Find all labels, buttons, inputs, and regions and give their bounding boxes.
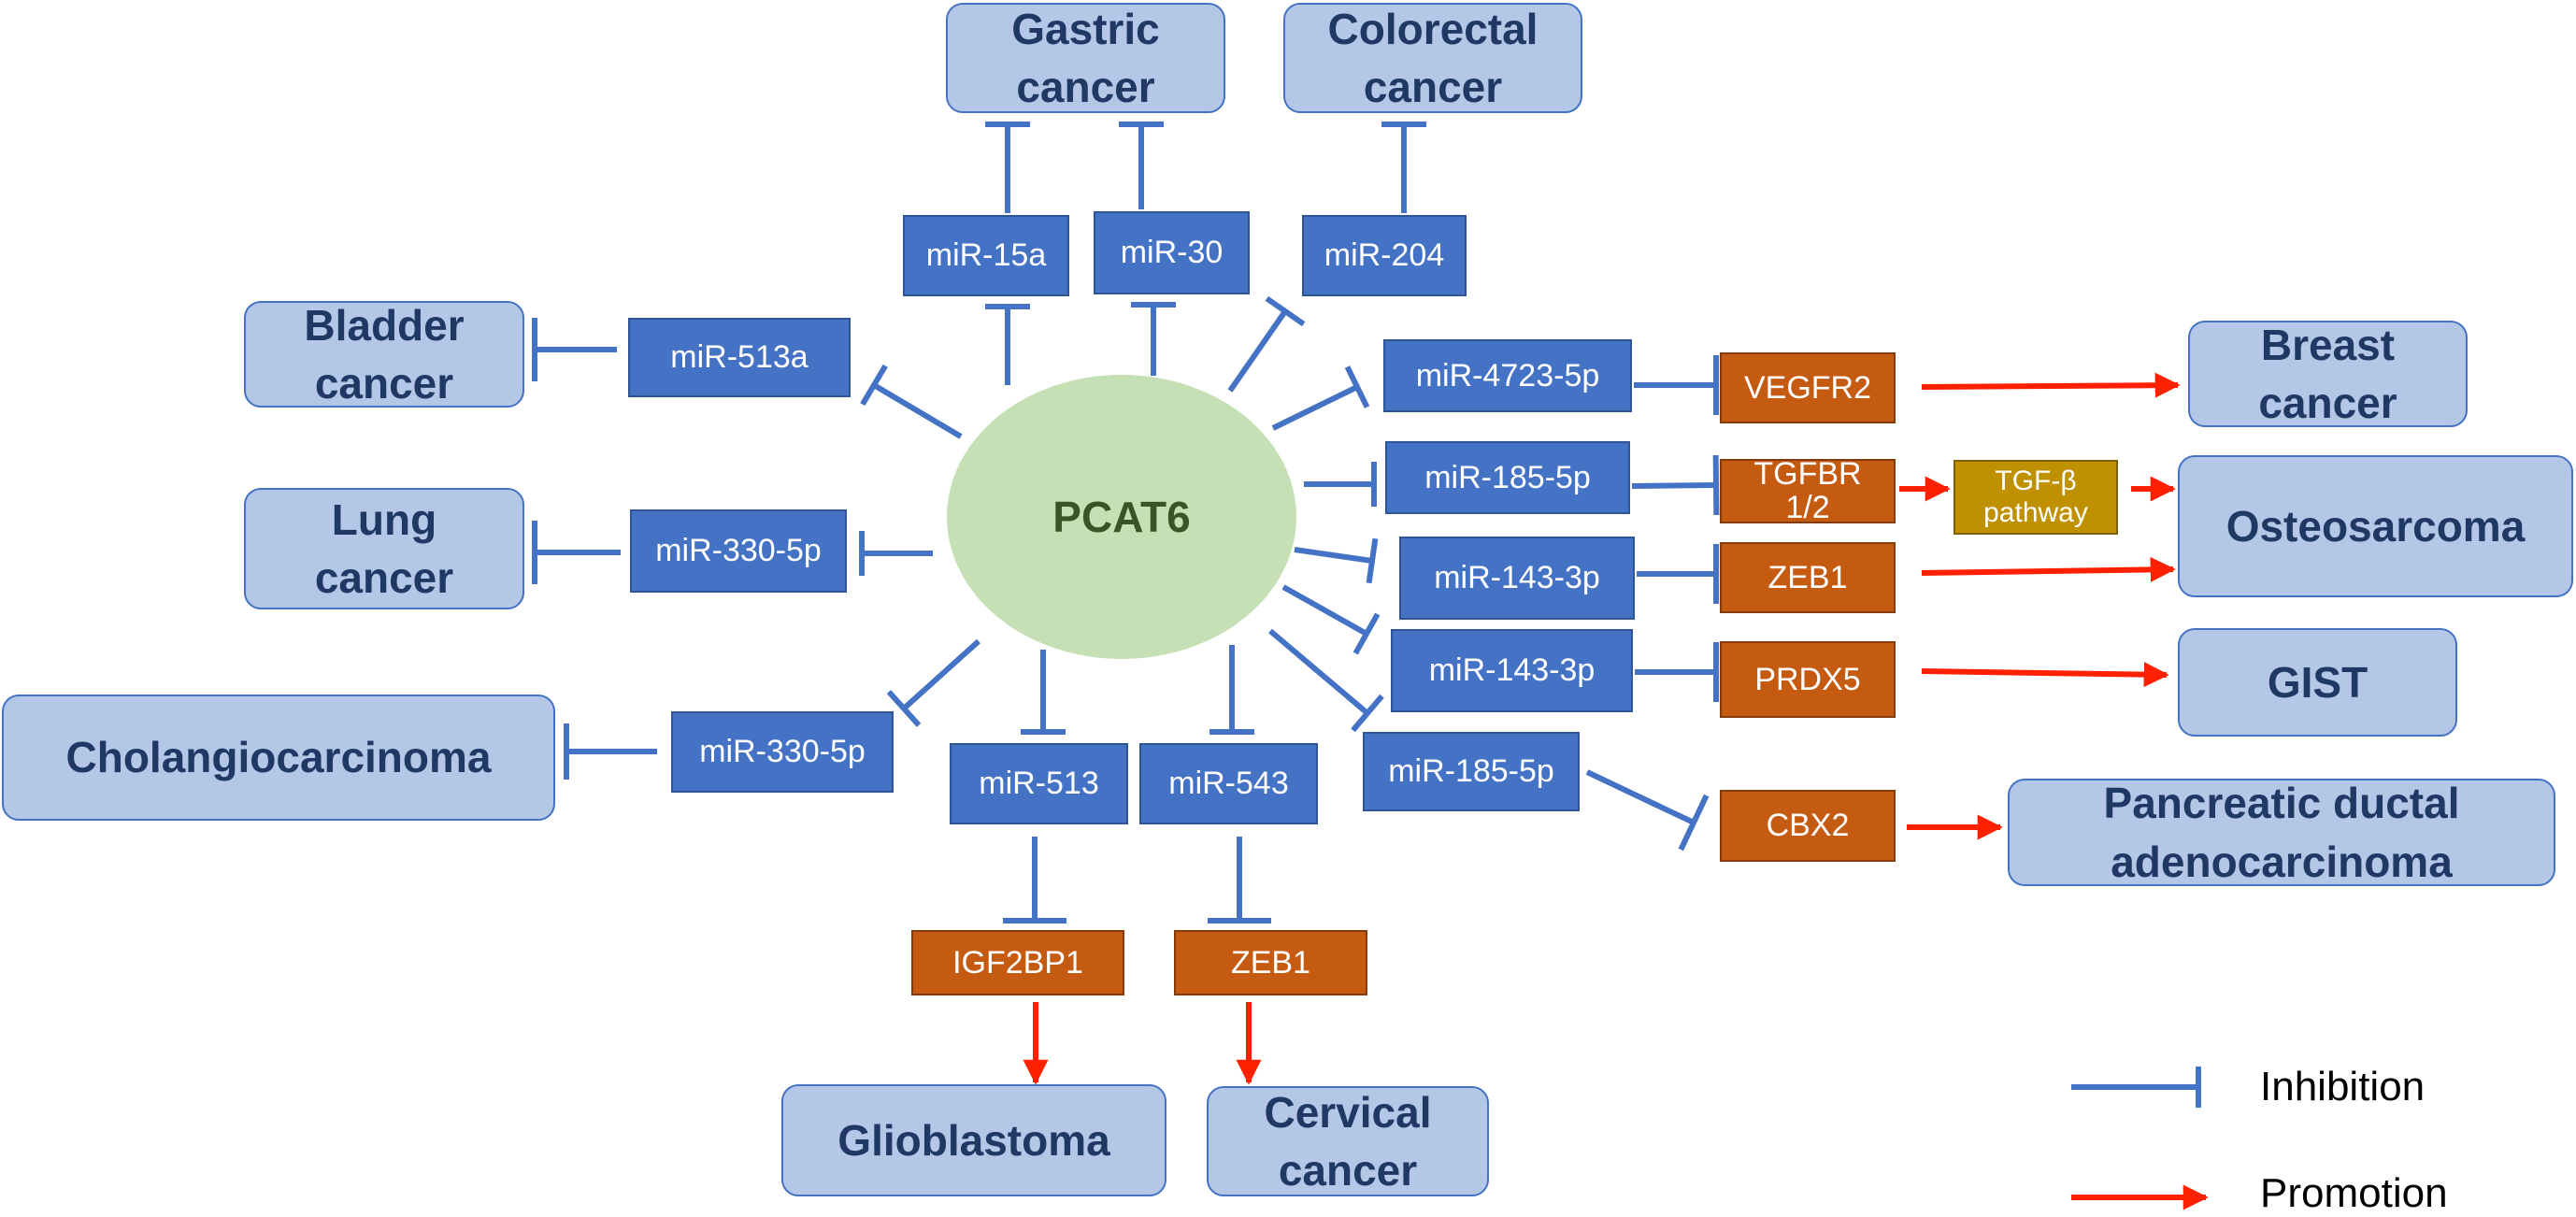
gene-tgfbr: TGFBR 1/2	[1720, 457, 1896, 523]
cancer-osteosarcoma: Osteosarcoma	[2178, 455, 2573, 597]
inhibit-pcat6-mir204	[1227, 295, 1306, 393]
cancer-lung: Lung cancer	[244, 488, 524, 609]
legend-promotion-label: Promotion	[2260, 1170, 2448, 1216]
cancer-cholangiocarcinoma: Cholangiocarcinoma	[2, 694, 555, 821]
inhibit-mir143a-zeb1	[1637, 544, 1719, 604]
inhibit-pcat6-mir330-lung	[859, 531, 933, 576]
legend-inhibition-symbol	[2071, 1067, 2201, 1108]
inhibit-mir30-gastric	[1119, 122, 1164, 209]
inhibit-pcat6-mir513	[1021, 650, 1066, 735]
promote-zeb1-osteosarcoma	[1921, 556, 2176, 582]
inhibit-mir330-cholangio	[564, 723, 657, 780]
mirna-mir-143-3p-top: miR-143-3p	[1399, 537, 1635, 620]
mirna-mir-330-5p-cholangio: miR-330-5p	[671, 711, 894, 793]
inhibit-mir513-igf2bp1	[1003, 837, 1066, 923]
inhibit-pcat6-mir30	[1131, 302, 1176, 376]
mirna-mir-15a: miR-15a	[903, 215, 1069, 296]
mirna-mir-513a: miR-513a	[628, 318, 851, 397]
inhibit-mir185b-cbx2	[1585, 769, 1710, 852]
inhibit-pcat6-mir543	[1209, 645, 1254, 735]
gene-zeb1-right: ZEB1	[1720, 542, 1896, 613]
inhibit-mir513a-bladder	[532, 318, 617, 381]
inhibit-pcat6-mir4723	[1271, 365, 1370, 431]
hub-pcat6: PCAT6	[947, 375, 1296, 659]
inhibit-pcat6-mir330-chol	[886, 638, 981, 727]
cancer-pancreatic: Pancreatic ductal adenocarcinoma	[2008, 779, 2555, 886]
cancer-cervical: Cervical cancer	[1207, 1086, 1489, 1196]
mirna-mir-185-5p-bottom: miR-185-5p	[1363, 732, 1580, 811]
mirna-mir-185-5p-top: miR-185-5p	[1385, 441, 1630, 514]
inhibit-pcat6-mir143b	[1281, 584, 1381, 655]
pathway-tgf-beta: TGF-β pathway	[1953, 460, 2118, 535]
cancer-colorectal: Colorectal cancer	[1283, 3, 1582, 113]
inhibit-pcat6-mir513a	[860, 364, 963, 439]
inhibit-mir185a-tgfbr	[1631, 454, 1720, 516]
legend-inhibition-label: Inhibition	[2260, 1064, 2426, 1110]
inhibit-mir204-colorectal	[1381, 122, 1426, 213]
mirna-mir-330-5p-lung: miR-330-5p	[630, 509, 847, 593]
cancer-breast: Breast cancer	[2188, 321, 2468, 427]
mirna-mir-4723-5p: miR-4723-5p	[1383, 339, 1632, 412]
cancer-gastric: Gastric cancer	[946, 3, 1225, 113]
inhibit-mir330-lung	[532, 521, 621, 584]
mirna-mir-543: miR-543	[1139, 743, 1318, 824]
inhibit-pcat6-mir185a	[1304, 462, 1377, 507]
inhibit-pcat6-mir143a	[1294, 537, 1379, 584]
cancer-bladder: Bladder cancer	[244, 301, 524, 408]
inhibit-mir15a-gastric	[985, 122, 1030, 213]
gene-igf2bp1: IGF2BP1	[911, 930, 1124, 995]
promote-vegfr2-breast	[1921, 372, 2181, 398]
inhibit-mir4723-vegfr2	[1634, 355, 1719, 415]
inhibit-pcat6-mir15a	[985, 304, 1030, 385]
promote-prdx5-gist	[1921, 662, 2169, 688]
mirna-mir-513: miR-513	[950, 743, 1128, 824]
gene-prdx5: PRDX5	[1720, 641, 1896, 718]
gene-zeb1-bottom: ZEB1	[1174, 930, 1367, 995]
gene-cbx2: CBX2	[1720, 790, 1896, 862]
mirna-mir-30: miR-30	[1094, 211, 1250, 294]
cancer-gist: GIST	[2178, 628, 2457, 737]
cancer-glioblastoma: Glioblastoma	[781, 1084, 1166, 1196]
inhibit-mir143b-prdx5	[1635, 642, 1719, 702]
mirna-mir-204: miR-204	[1302, 215, 1467, 296]
mirna-mir-143-3p-bottom: miR-143-3p	[1391, 629, 1633, 712]
inhibit-pcat6-mir185b	[1268, 628, 1384, 733]
inhibit-mir543-zeb1	[1208, 837, 1271, 923]
gene-vegfr2: VEGFR2	[1720, 352, 1896, 423]
